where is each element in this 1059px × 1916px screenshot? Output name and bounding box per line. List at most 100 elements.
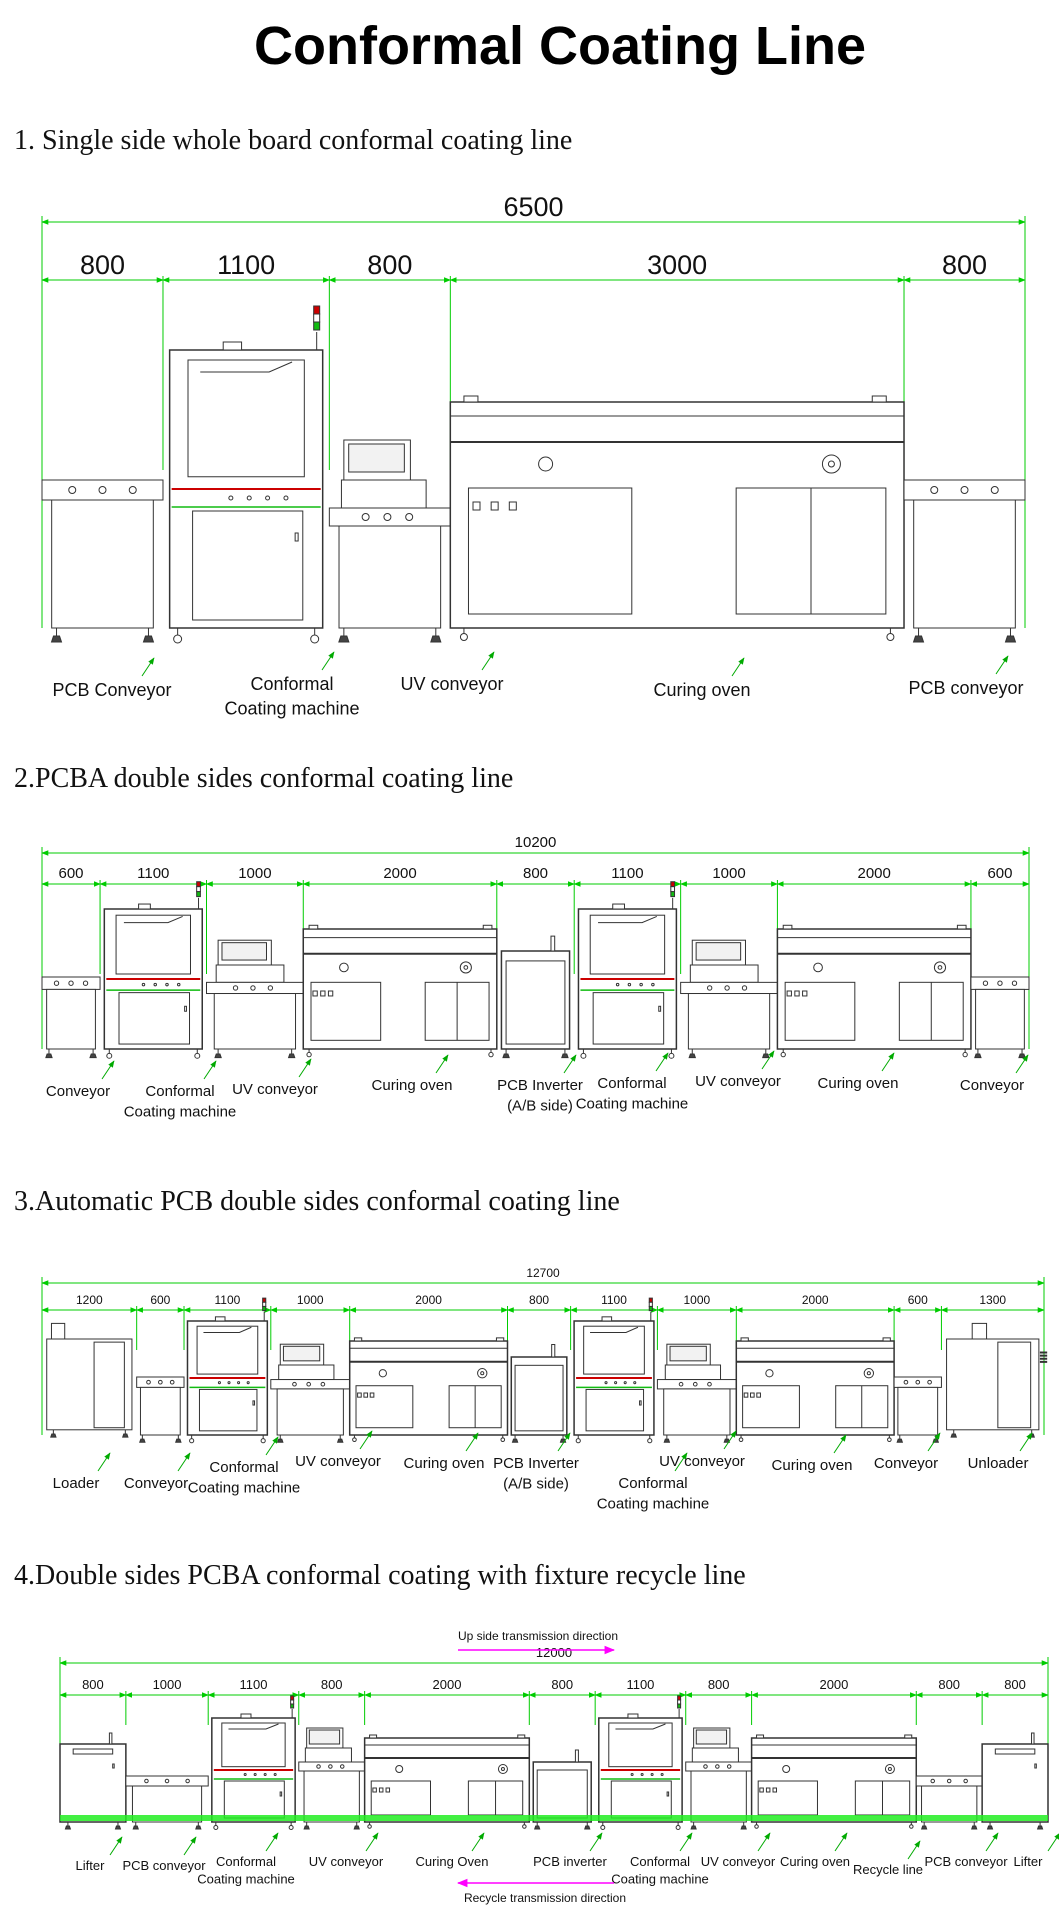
component-label: Lifter xyxy=(76,1858,106,1873)
component-label: PCB Inverter(A/B side) xyxy=(493,1455,579,1492)
machine-oven xyxy=(302,924,498,1058)
leader-arrow xyxy=(563,1054,577,1074)
machine-conv xyxy=(41,479,164,643)
dim-segment: 800 xyxy=(523,865,548,882)
component-label: Loader xyxy=(53,1475,100,1492)
dim-segment: 800 xyxy=(708,1677,730,1692)
dim-segment: 800 xyxy=(367,250,412,280)
section-2-heading: 2.PCBA double sides conformal coating li… xyxy=(14,763,513,794)
machine-uv xyxy=(298,1727,366,1830)
component-label: Conveyor xyxy=(874,1455,938,1472)
dim-total: 12700 xyxy=(526,1266,560,1280)
machine-conv xyxy=(893,1376,942,1443)
component-label: Conveyor xyxy=(124,1475,188,1492)
component-label: UV conveyor xyxy=(659,1453,745,1470)
leader-arrow xyxy=(907,1840,921,1860)
leader-arrow xyxy=(183,1836,197,1856)
machine-oven xyxy=(735,1337,895,1443)
leader-arrow xyxy=(674,1452,688,1472)
component-label: UV conveyor xyxy=(701,1854,776,1869)
page-title: Conformal Coating Line xyxy=(254,16,866,76)
leader-arrow xyxy=(557,1432,571,1452)
dim-segment: 800 xyxy=(938,1677,960,1692)
dim-segment: 800 xyxy=(1004,1677,1026,1692)
component-label: UV conveyor xyxy=(400,674,503,694)
up-side-direction-label: Up side transmission direction xyxy=(458,1629,618,1643)
leader-arrow xyxy=(365,1832,379,1852)
machine-load xyxy=(46,1322,133,1438)
leader-arrow xyxy=(1019,1432,1033,1452)
dim-segment: 1000 xyxy=(683,1293,710,1307)
machine-oven xyxy=(750,1734,918,1829)
machine-uv xyxy=(206,939,304,1059)
dim-segment: 2000 xyxy=(433,1677,462,1692)
dim-segment: 1000 xyxy=(238,865,271,882)
component-label: PCB Inverter(A/B side) xyxy=(497,1077,583,1114)
leader-arrow xyxy=(109,1836,123,1856)
component-label: Curing oven xyxy=(372,1077,453,1094)
component-label: UV conveyor xyxy=(309,1854,384,1869)
leader-arrow xyxy=(1015,1054,1029,1074)
component-label: UV conveyor xyxy=(232,1081,318,1098)
machine-oven xyxy=(363,1734,531,1829)
leader-arrow xyxy=(1047,1832,1059,1852)
leader-arrow xyxy=(679,1832,693,1852)
machine-oven xyxy=(449,395,905,641)
dim-segment: 2000 xyxy=(802,1293,829,1307)
machine-conv xyxy=(915,1775,983,1830)
component-label: Curing oven xyxy=(404,1455,485,1472)
section-3-heading: 3.Automatic PCB double sides conformal c… xyxy=(14,1186,620,1217)
machine-conv xyxy=(125,1775,209,1830)
leader-arrow xyxy=(177,1452,191,1472)
machine-conv xyxy=(970,976,1030,1059)
leader-arrow xyxy=(834,1832,848,1852)
leader-arrow xyxy=(833,1434,847,1454)
component-label: Curing Oven xyxy=(416,1854,489,1869)
machine-coat xyxy=(186,1297,269,1444)
component-label: UV conveyor xyxy=(695,1073,781,1090)
component-label: Conveyor xyxy=(960,1077,1024,1094)
dim-segment: 1000 xyxy=(297,1293,324,1307)
machine-inv xyxy=(510,1344,568,1443)
leader-arrow xyxy=(265,1832,279,1852)
machine-uv xyxy=(270,1343,351,1443)
leader-arrow xyxy=(321,651,335,671)
machine-inv xyxy=(500,935,571,1059)
dim-segment: 2000 xyxy=(383,865,416,882)
dim-segment: 2000 xyxy=(415,1293,442,1307)
dim-segment: 2000 xyxy=(857,865,890,882)
dim-segment: 800 xyxy=(942,250,987,280)
dim-segment: 1100 xyxy=(611,865,643,882)
component-label: Curing oven xyxy=(772,1457,853,1474)
dim-segment: 1200 xyxy=(76,1293,103,1307)
machine-oven xyxy=(348,1337,509,1443)
machine-coat xyxy=(168,305,324,644)
machine-conv xyxy=(903,479,1026,643)
component-label: PCB Conveyor xyxy=(52,680,171,700)
dim-segment: 800 xyxy=(551,1677,573,1692)
dim-total: 6500 xyxy=(503,192,563,222)
component-label: Lifter xyxy=(1014,1854,1044,1869)
machine-inv xyxy=(532,1749,592,1830)
dim-segment: 800 xyxy=(80,250,125,280)
dim-segment: 800 xyxy=(321,1677,343,1692)
dim-segment: 1100 xyxy=(239,1677,267,1692)
leader-arrow xyxy=(465,1432,479,1452)
component-label: PCB conveyor xyxy=(924,1854,1008,1869)
machine-lift xyxy=(59,1732,127,1830)
leader-arrow xyxy=(141,657,155,677)
leader-arrow xyxy=(481,651,495,671)
section-4-heading: 4.Double sides PCBA conformal coating wi… xyxy=(14,1560,746,1591)
machine-coat xyxy=(211,1695,296,1830)
dim-total: 12000 xyxy=(536,1645,572,1660)
component-label: PCB conveyor xyxy=(122,1858,206,1873)
machine-coat xyxy=(598,1695,683,1830)
